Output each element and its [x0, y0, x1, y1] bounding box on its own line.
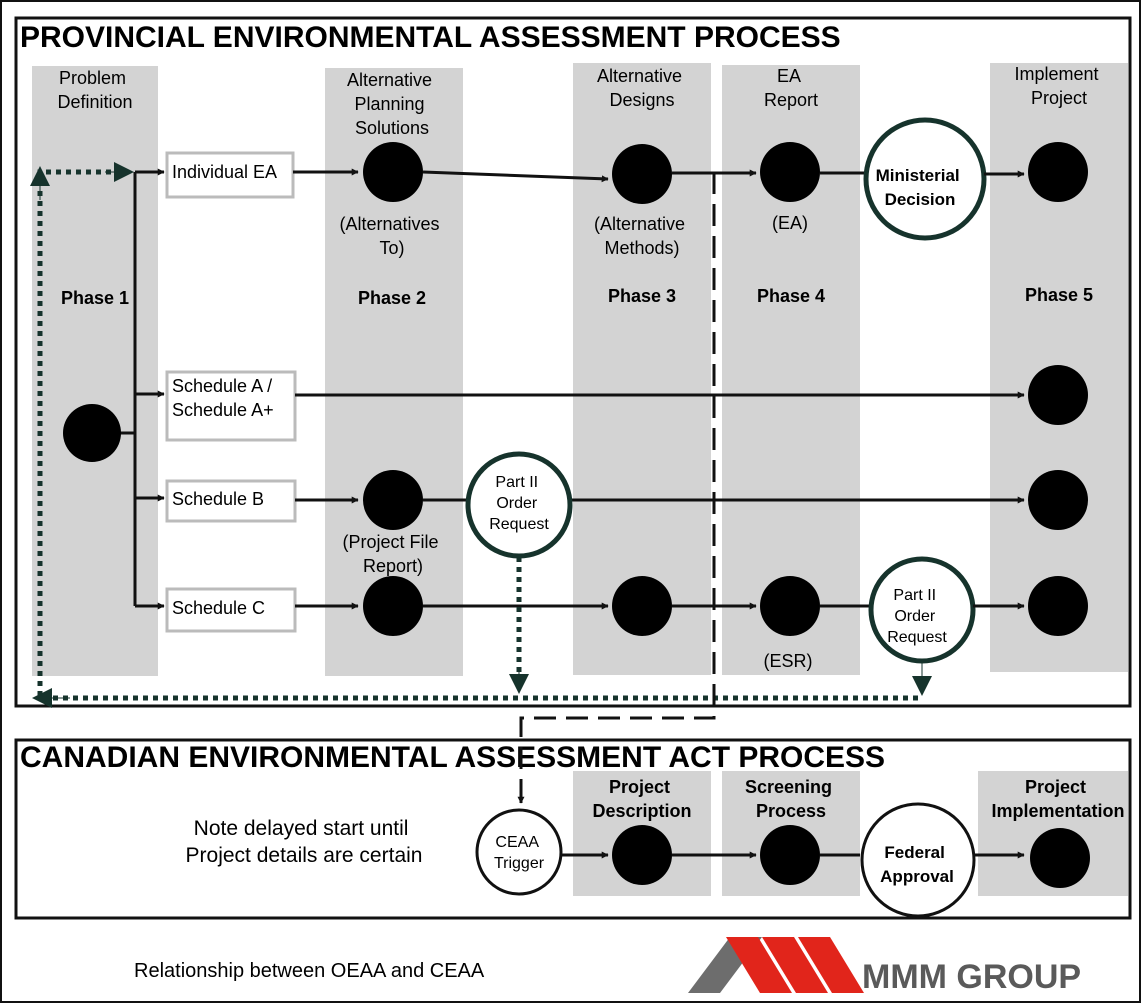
schedule-c-phase4-node — [760, 576, 820, 636]
phase3-label: Phase 3 — [608, 286, 676, 306]
delayed-start-note: Note delayed start until Project details… — [186, 817, 423, 867]
alternative-methods-note: (Alternative Methods) — [594, 214, 690, 258]
phase1-label: Phase 1 — [61, 288, 129, 308]
phase1-column — [32, 66, 158, 676]
individual-ea-label: Individual EA — [172, 162, 277, 182]
figure-caption: Relationship between OEAA and CEAA — [134, 960, 485, 982]
alternatives-to-note: (Alternatives To) — [339, 214, 444, 258]
phase5-label: Phase 5 — [1025, 285, 1093, 305]
schedule-b-box — [165, 479, 297, 523]
mmm-group-logo-mark — [688, 937, 864, 993]
iea-arrow-2 — [422, 170, 609, 183]
ea-note: (EA) — [772, 213, 808, 233]
phase1-start-node — [63, 404, 121, 462]
schedule-c-phase2-node — [363, 576, 423, 636]
phase5-heading: Implement Project — [1014, 64, 1103, 108]
schedule-a-label: Schedule A / Schedule A+ — [172, 376, 277, 420]
logo-red-stripe-2 — [762, 937, 828, 993]
iea-phase5-node — [1028, 142, 1088, 202]
ceaa-frame — [14, 738, 1132, 920]
federal-approval-label: Federal Approval — [880, 843, 954, 886]
logo-red-stripe-1 — [726, 937, 792, 993]
phase2-heading: Alternative Planning Solutions — [347, 70, 437, 138]
ceaa-trigger-label: CEAA Trigger — [494, 834, 545, 872]
iea-phase3-node — [612, 144, 672, 204]
screening-process-heading: Screening Process — [745, 777, 837, 821]
schedule-c-phase5-node — [1028, 576, 1088, 636]
part2-order-request-c-label: Part II Order Request — [887, 587, 947, 646]
federal-approval-node — [860, 802, 976, 918]
part2-order-request-b — [465, 451, 573, 559]
ceaa-trigger-node — [475, 808, 563, 896]
ceaa-dashed-link — [519, 172, 716, 790]
schedule-a-phase5-node — [1028, 365, 1088, 425]
feedback-loop-dotted — [37, 169, 918, 701]
schedule-b-phase2-node — [363, 470, 423, 530]
schedule-a-box — [165, 370, 297, 442]
project-description-heading: Project Description — [592, 777, 691, 821]
schedule-c-phase3-node — [612, 576, 672, 636]
phase1-heading: Problem Definition — [57, 68, 132, 112]
mmm-group-logo-text: MMM GROUP — [862, 958, 1081, 996]
part2-order-request-c — [868, 556, 976, 664]
schedule-b-label: Schedule B — [172, 489, 264, 509]
logo-red-stripe-3 — [798, 937, 864, 993]
project-implementation-heading: Project Implementation — [991, 777, 1124, 821]
ceaa-title: CANADIAN ENVIRONMENTAL ASSESSMENT ACT PR… — [20, 741, 885, 774]
phase3-heading: Alternative Designs — [597, 66, 687, 110]
project-file-report-note: (Project File Report) — [342, 532, 443, 576]
ministerial-decision-label: Ministerial Decision — [876, 166, 965, 209]
project-implementation-node — [1030, 828, 1090, 888]
phase4-label: Phase 4 — [757, 286, 825, 306]
provincial-title: PROVINCIAL ENVIRONMENTAL ASSESSMENT PROC… — [20, 21, 841, 54]
esr-note: (ESR) — [764, 651, 813, 671]
schedule-c-label: Schedule C — [172, 598, 265, 618]
part2-order-request-b-label: Part II Order Request — [489, 474, 549, 533]
provincial-frame — [14, 16, 1132, 708]
screening-process-node — [760, 825, 820, 885]
phase2-label: Phase 2 — [358, 288, 426, 308]
ministerial-decision-node — [863, 117, 987, 241]
phase4-heading: EA Report — [764, 66, 818, 110]
iea-phase4-node — [760, 142, 820, 202]
schedule-b-phase5-node — [1028, 470, 1088, 530]
schedule-c-box — [165, 587, 297, 633]
project-description-node — [612, 825, 672, 885]
iea-phase2-node — [363, 142, 423, 202]
individual-ea-box — [165, 151, 295, 199]
